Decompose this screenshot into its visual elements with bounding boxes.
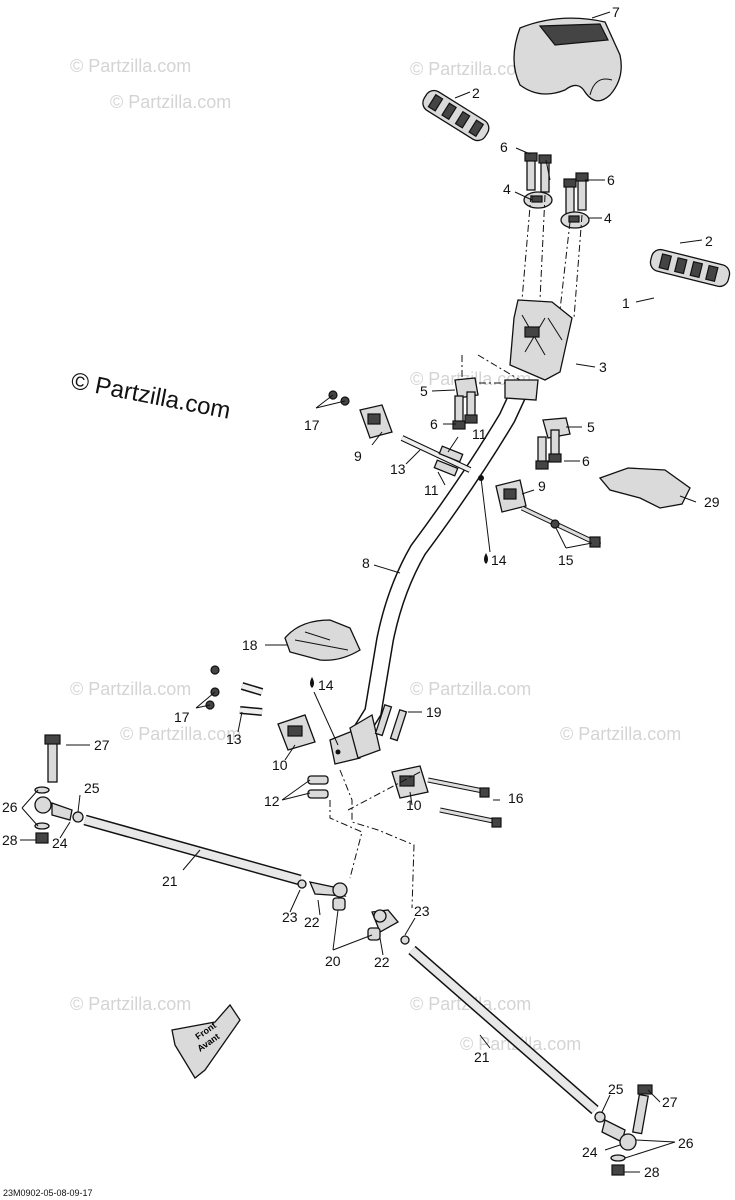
watermark: © Partzilla.com — [70, 679, 191, 699]
lower-bushings — [277, 714, 429, 799]
callout-2: 2 — [472, 85, 480, 101]
diagram-code: 23M0902-05-08-09-17 — [3, 1188, 93, 1198]
callout-28: 28 — [644, 1164, 660, 1180]
upper-bushings — [359, 404, 527, 513]
upper-long-bolt — [520, 505, 602, 548]
callout-25: 25 — [84, 780, 100, 796]
grease-drop-icons — [310, 553, 488, 688]
callout-16: 16 — [508, 790, 524, 806]
callout-27: 27 — [94, 737, 110, 753]
center-tie-rod-ends — [332, 897, 410, 945]
lower-rods — [239, 682, 264, 716]
callout-23: 23 — [282, 909, 298, 925]
handlebar-pad — [513, 17, 622, 102]
callout-17: 17 — [174, 709, 190, 725]
callout-14: 14 — [318, 677, 334, 693]
left-tie-rod — [83, 814, 348, 898]
callout-7: 7 — [612, 4, 620, 20]
callout-5: 5 — [420, 383, 428, 399]
callout-23: 23 — [414, 903, 430, 919]
callout-19: 19 — [426, 704, 442, 720]
watermark: © Partzilla.com — [120, 724, 241, 744]
assembly-lines-upper — [461, 194, 583, 384]
callout-labels: 7 2 2 1 3 6 6 4 4 5 5 6 6 17 9 13 11 11 … — [2, 4, 720, 1180]
callout-14: 14 — [491, 552, 507, 568]
callout-17: 17 — [304, 417, 320, 433]
callout-10: 10 — [272, 757, 288, 773]
watermarks: © Partzilla.com © Partzilla.com © Partzi… — [70, 56, 681, 1054]
callout-24: 24 — [582, 1144, 598, 1160]
callout-26: 26 — [2, 799, 18, 815]
callout-27: 27 — [662, 1094, 678, 1110]
callout-2: 2 — [705, 233, 713, 249]
callout-13: 13 — [226, 731, 242, 747]
callout-6: 6 — [430, 416, 438, 432]
callout-12: 12 — [264, 793, 280, 809]
callout-1: 1 — [622, 295, 630, 311]
leader-lines — [20, 11, 703, 1173]
callout-29: 29 — [704, 494, 720, 510]
column-cover — [284, 619, 361, 661]
lower-clamps — [452, 377, 571, 470]
left-grip — [422, 89, 490, 142]
callout-25: 25 — [608, 1081, 624, 1097]
riser-block — [509, 299, 573, 381]
callout-4: 4 — [604, 210, 612, 226]
lower-nuts — [205, 665, 220, 710]
callout-22: 22 — [374, 954, 390, 970]
callout-11: 11 — [472, 426, 487, 442]
callout-9: 9 — [354, 448, 362, 464]
lower-long-bolts — [427, 777, 502, 828]
callout-11: 11 — [424, 482, 439, 498]
callout-28: 28 — [2, 832, 18, 848]
pivot-bolts — [374, 703, 408, 742]
steering-column — [329, 379, 539, 765]
callout-4: 4 — [503, 181, 511, 197]
callout-5: 5 — [587, 419, 595, 435]
callout-26: 26 — [678, 1135, 694, 1151]
callout-6: 6 — [582, 453, 590, 469]
callout-9: 9 — [538, 478, 546, 494]
callout-21: 21 — [474, 1049, 490, 1065]
callout-8: 8 — [362, 555, 370, 571]
column-plate — [598, 467, 691, 509]
callout-6: 6 — [500, 139, 508, 155]
callout-20: 20 — [325, 953, 341, 969]
callout-22: 22 — [304, 914, 320, 930]
partzilla-watermark: © Partzilla.com — [69, 367, 233, 424]
callout-13: 13 — [390, 461, 406, 477]
callout-24: 24 — [52, 835, 68, 851]
callout-21: 21 — [162, 873, 178, 889]
watermark: © Partzilla.com — [70, 994, 191, 1014]
watermark: © Partzilla.com — [560, 724, 681, 744]
front-direction-arrow: Front Avant — [171, 1003, 241, 1079]
watermark: © Partzilla.com — [70, 56, 191, 76]
assembly-lines-lower — [329, 769, 421, 909]
callout-18: 18 — [242, 637, 258, 653]
right-grip — [649, 248, 731, 288]
right-tie-rod-end — [594, 1084, 653, 1176]
callout-10: 10 — [406, 797, 422, 813]
callout-6: 6 — [607, 172, 615, 188]
watermark: © Partzilla.com — [110, 92, 231, 112]
callout-15: 15 — [558, 552, 574, 568]
callout-3: 3 — [599, 359, 607, 375]
left-tie-rod-end — [34, 734, 84, 844]
watermark: © Partzilla.com — [410, 59, 531, 79]
watermark: © Partzilla.com — [410, 679, 531, 699]
handlebar — [427, 138, 717, 304]
right-tie-rod — [408, 945, 599, 1115]
lower-sleeves — [307, 775, 329, 799]
upper-rod — [400, 435, 472, 477]
